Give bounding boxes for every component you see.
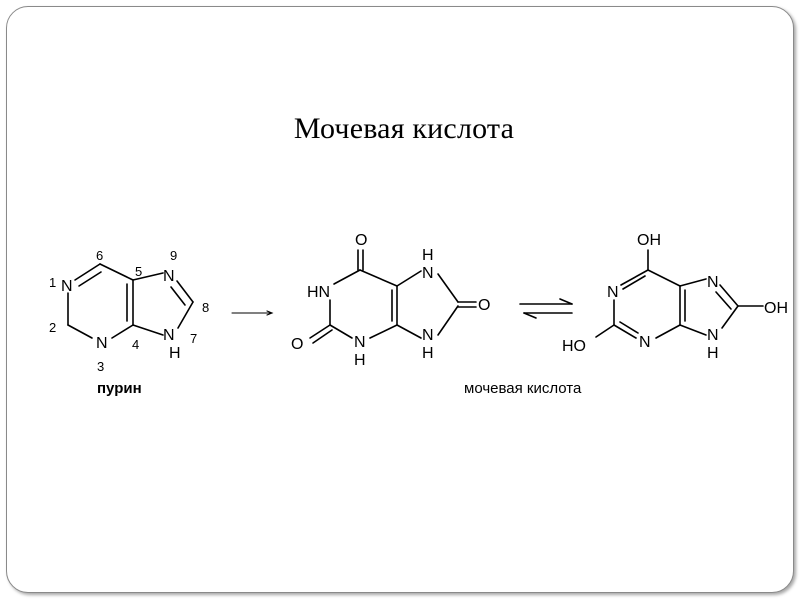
purine-bonds (67, 263, 194, 339)
uric-acid-enol-structure: OH N HO N N OH N H (562, 232, 788, 362)
uric-acid-caption: мочевая кислота (464, 380, 582, 397)
enol-n7: N (707, 274, 719, 291)
purine-number-7: 7 (190, 331, 197, 346)
purine-n1: N (61, 278, 73, 295)
keto-o8: O (478, 297, 490, 314)
equilibrium-arrows (519, 298, 573, 319)
enol-oh8: OH (764, 300, 788, 317)
enol-n9: N (707, 327, 719, 344)
purine-number-8: 8 (202, 300, 209, 315)
purine-number-6: 6 (96, 248, 103, 263)
keto-n3: N (354, 334, 366, 351)
keto-o6: O (355, 232, 367, 249)
purine-h: H (169, 345, 181, 362)
slide-title: Мочевая кислота (293, 112, 515, 145)
purine-n3: N (96, 335, 108, 352)
purine-n9: N (163, 268, 175, 285)
purine-number-1: 1 (49, 275, 56, 290)
keto-o2: O (291, 336, 303, 353)
uric-keto-bonds (309, 249, 477, 344)
keto-n9: N (422, 327, 434, 344)
keto-h3: H (354, 352, 366, 369)
purine-n-nh: N (163, 327, 175, 344)
purine-number-9: 9 (170, 248, 177, 263)
uric-enol-bonds (595, 249, 764, 339)
enol-n1: N (607, 284, 619, 301)
keto-n7: N (422, 265, 434, 282)
purine-number-5: 5 (135, 264, 142, 279)
keto-hn1: HN (307, 284, 330, 301)
keto-h9: H (422, 345, 434, 362)
enol-ho2: HO (562, 338, 586, 355)
uric-acid-keto-structure: O HN O N H H N N H O (291, 232, 490, 369)
keto-h7: H (422, 247, 434, 264)
purine-number-3: 3 (97, 359, 104, 374)
purine-caption: пурин (97, 380, 142, 397)
purine-structure: N N N N H 1 2 3 4 5 6 7 8 9 пурин (49, 248, 209, 397)
enol-n3: N (639, 334, 651, 351)
purine-number-4: 4 (132, 337, 139, 352)
slide-frame (6, 6, 794, 593)
purine-number-2: 2 (49, 320, 56, 335)
enol-oh6: OH (637, 232, 661, 249)
enol-h9: H (707, 345, 719, 362)
